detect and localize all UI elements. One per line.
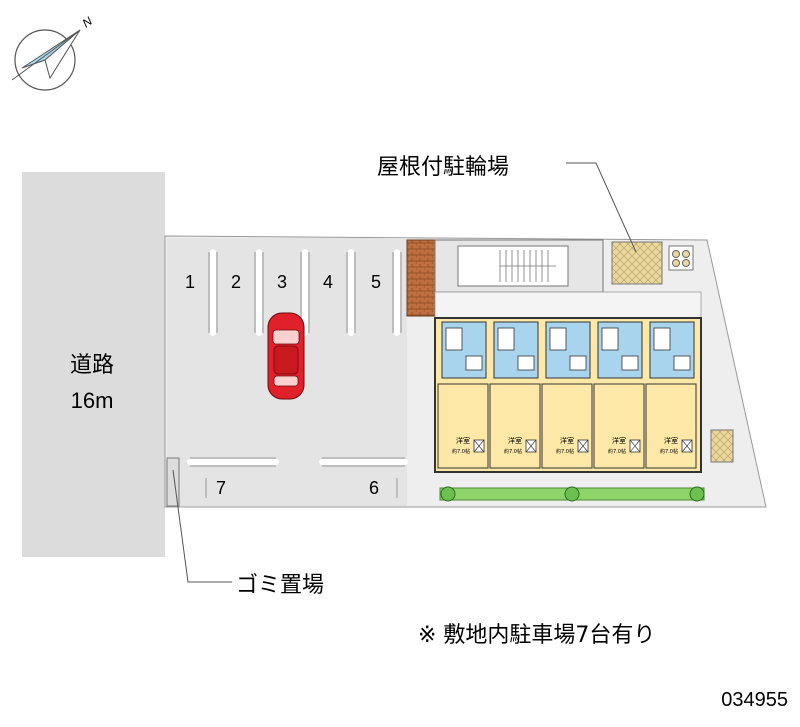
unit: 洋室 約7.0帖 bbox=[489, 321, 541, 469]
parking-space-number: 6 bbox=[369, 478, 379, 498]
parking-space-number: 5 bbox=[371, 272, 381, 292]
bicycle-parking-label: 屋根付駐輪場 bbox=[377, 155, 509, 180]
unit-room-size: 約7.0帖 bbox=[660, 448, 678, 455]
property-id: 034955 bbox=[721, 689, 788, 711]
parking-space-number: 2 bbox=[231, 272, 241, 292]
unit: 洋室 約7.0帖 bbox=[437, 321, 489, 469]
unit: 洋室 約7.0帖 bbox=[541, 321, 593, 469]
road-name: 道路 bbox=[70, 353, 114, 378]
parking-space-number: 1 bbox=[185, 272, 195, 292]
unit-room-size: 約7.0帖 bbox=[608, 448, 626, 455]
apartment-units: 洋室 約7.0帖 洋室 約7.0帖 bbox=[434, 317, 702, 473]
compass-north-label: N bbox=[80, 14, 95, 31]
parking-space-number: 7 bbox=[216, 478, 226, 498]
unit-room-tag: 洋室 bbox=[664, 436, 678, 445]
road: 道路 16m bbox=[22, 172, 165, 557]
garbage-area-callout: ゴミ置場 bbox=[172, 469, 324, 598]
brick-wall bbox=[406, 239, 436, 317]
unit: 洋室 約7.0帖 bbox=[593, 321, 645, 469]
unit-room-size: 約7.0帖 bbox=[452, 448, 470, 455]
parking-lot: 1 2 3 4 5 6 7 bbox=[167, 238, 408, 506]
unit-room-tag: 洋室 bbox=[560, 436, 574, 445]
bicycle-parking-callout: 屋根付駐輪場 bbox=[377, 155, 637, 253]
garbage-area-label: ゴミ置場 bbox=[236, 573, 324, 598]
bicycle-parking-area bbox=[611, 241, 663, 285]
unit-room-tag: 洋室 bbox=[612, 436, 626, 445]
hedge bbox=[439, 486, 705, 502]
unit-room-tag: 洋室 bbox=[508, 436, 522, 445]
parking-space-number: 4 bbox=[323, 272, 333, 292]
parking-note: ※ 敷地内駐車場7台有り bbox=[418, 623, 655, 648]
building: 洋室 約7.0帖 洋室 約7.0帖 bbox=[406, 239, 734, 502]
unit-room-size: 約7.0帖 bbox=[556, 448, 574, 455]
parking-space-number: 3 bbox=[277, 272, 287, 292]
compass-icon: N bbox=[11, 14, 95, 91]
car-icon bbox=[267, 312, 305, 400]
unit: 洋室 約7.0帖 bbox=[645, 321, 697, 469]
unit-room-size: 約7.0帖 bbox=[504, 448, 522, 455]
unit-room-tag: 洋室 bbox=[456, 436, 470, 445]
road-width: 16m bbox=[71, 388, 114, 413]
